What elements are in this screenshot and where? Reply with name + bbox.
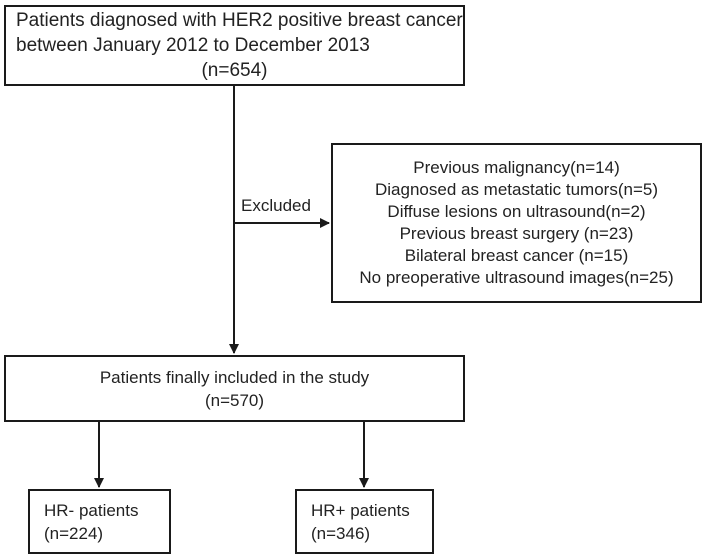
exclusion-reason: Diagnosed as metastatic tumors(n=5) [375, 180, 658, 199]
hr-negative-count: (n=224) [44, 523, 104, 543]
diagnosed-line-1: Patients diagnosed with HER2 positive br… [16, 10, 463, 31]
diagnosed-patients-box: Patients diagnosed with HER2 positive br… [4, 5, 465, 86]
hr-negative-box: HR- patients (n=224) [28, 489, 171, 554]
exclusion-reason: Bilateral breast cancer (n=15) [404, 246, 629, 265]
hr-positive-label: HR+ patients [311, 500, 410, 520]
exclusion-criteria-box: Previous malignancy(n=14) Diagnosed as m… [331, 143, 702, 303]
included-count: (n=570) [204, 390, 265, 410]
hr-positive-count: (n=346) [311, 523, 371, 543]
exclusion-reason: Diffuse lesions on ultrasound(n=2) [387, 202, 646, 221]
excluded-label: Excluded [241, 196, 311, 215]
diagnosed-line-2: between January 2012 to December 2013 [16, 35, 370, 56]
hr-positive-box: HR+ patients (n=346) [295, 489, 434, 554]
diagnosed-count: (n=654) [201, 60, 268, 81]
hr-negative-label: HR- patients [44, 500, 139, 520]
exclusion-reason: No preoperative ultrasound images(n=25) [359, 268, 674, 287]
exclusion-reason: Previous breast surgery (n=23) [399, 224, 634, 243]
included-line: Patients finally included in the study [99, 367, 370, 387]
exclusion-reason: Previous malignancy(n=14) [413, 158, 620, 177]
included-patients-box: Patients finally included in the study (… [4, 355, 465, 422]
